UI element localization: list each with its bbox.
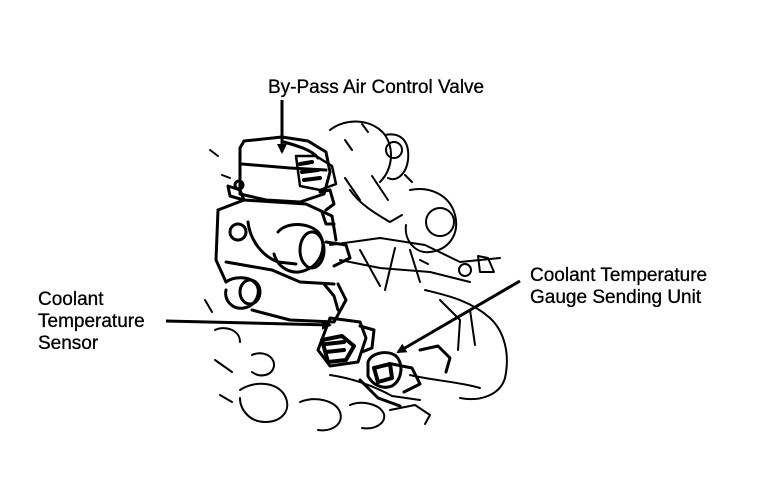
label-line: Gauge Sending Unit [530, 287, 702, 308]
leader-lines [165, 100, 521, 354]
coolant-temperature-sensor-drawing [316, 316, 376, 368]
label-line: Coolant [38, 289, 104, 310]
engine-background-sketch [204, 120, 508, 432]
label-bypass-air-control-valve: By-Pass Air Control Valve [268, 77, 485, 98]
label-line: Sensor [38, 333, 99, 354]
gauge-unit-leader-arrow [396, 279, 521, 354]
label-coolant-temperature-gauge-sending-unit: Coolant Temperature Gauge Sending Unit [530, 265, 707, 309]
label-line: Temperature [38, 311, 145, 332]
coolant-temperature-gauge-sending-unit-drawing [358, 344, 452, 408]
label-coolant-temperature-sensor: Coolant Temperature Sensor [38, 289, 145, 355]
bypass-air-control-valve-drawing [214, 135, 352, 324]
label-line: Coolant Temperature [530, 265, 708, 286]
coolant-sensor-leader-arrow [165, 319, 332, 330]
